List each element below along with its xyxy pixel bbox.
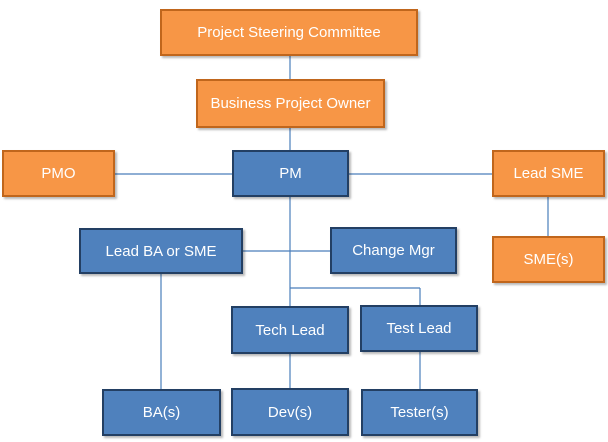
node-change-mgr: Change Mgr — [330, 227, 457, 274]
node-ba: BA(s) — [102, 389, 221, 436]
node-lead-sme: Lead SME — [492, 150, 605, 197]
node-sme: SME(s) — [492, 236, 605, 283]
node-tester: Tester(s) — [361, 389, 478, 436]
node-business-project-owner: Business Project Owner — [196, 79, 385, 128]
node-test-lead: Test Lead — [360, 305, 478, 352]
node-pmo: PMO — [2, 150, 115, 197]
node-lead-ba-or-sme: Lead BA or SME — [79, 228, 243, 274]
node-pm: PM — [232, 150, 349, 197]
node-steering-committee: Project Steering Committee — [160, 9, 418, 56]
node-tech-lead: Tech Lead — [231, 306, 349, 354]
node-dev: Dev(s) — [231, 388, 349, 436]
